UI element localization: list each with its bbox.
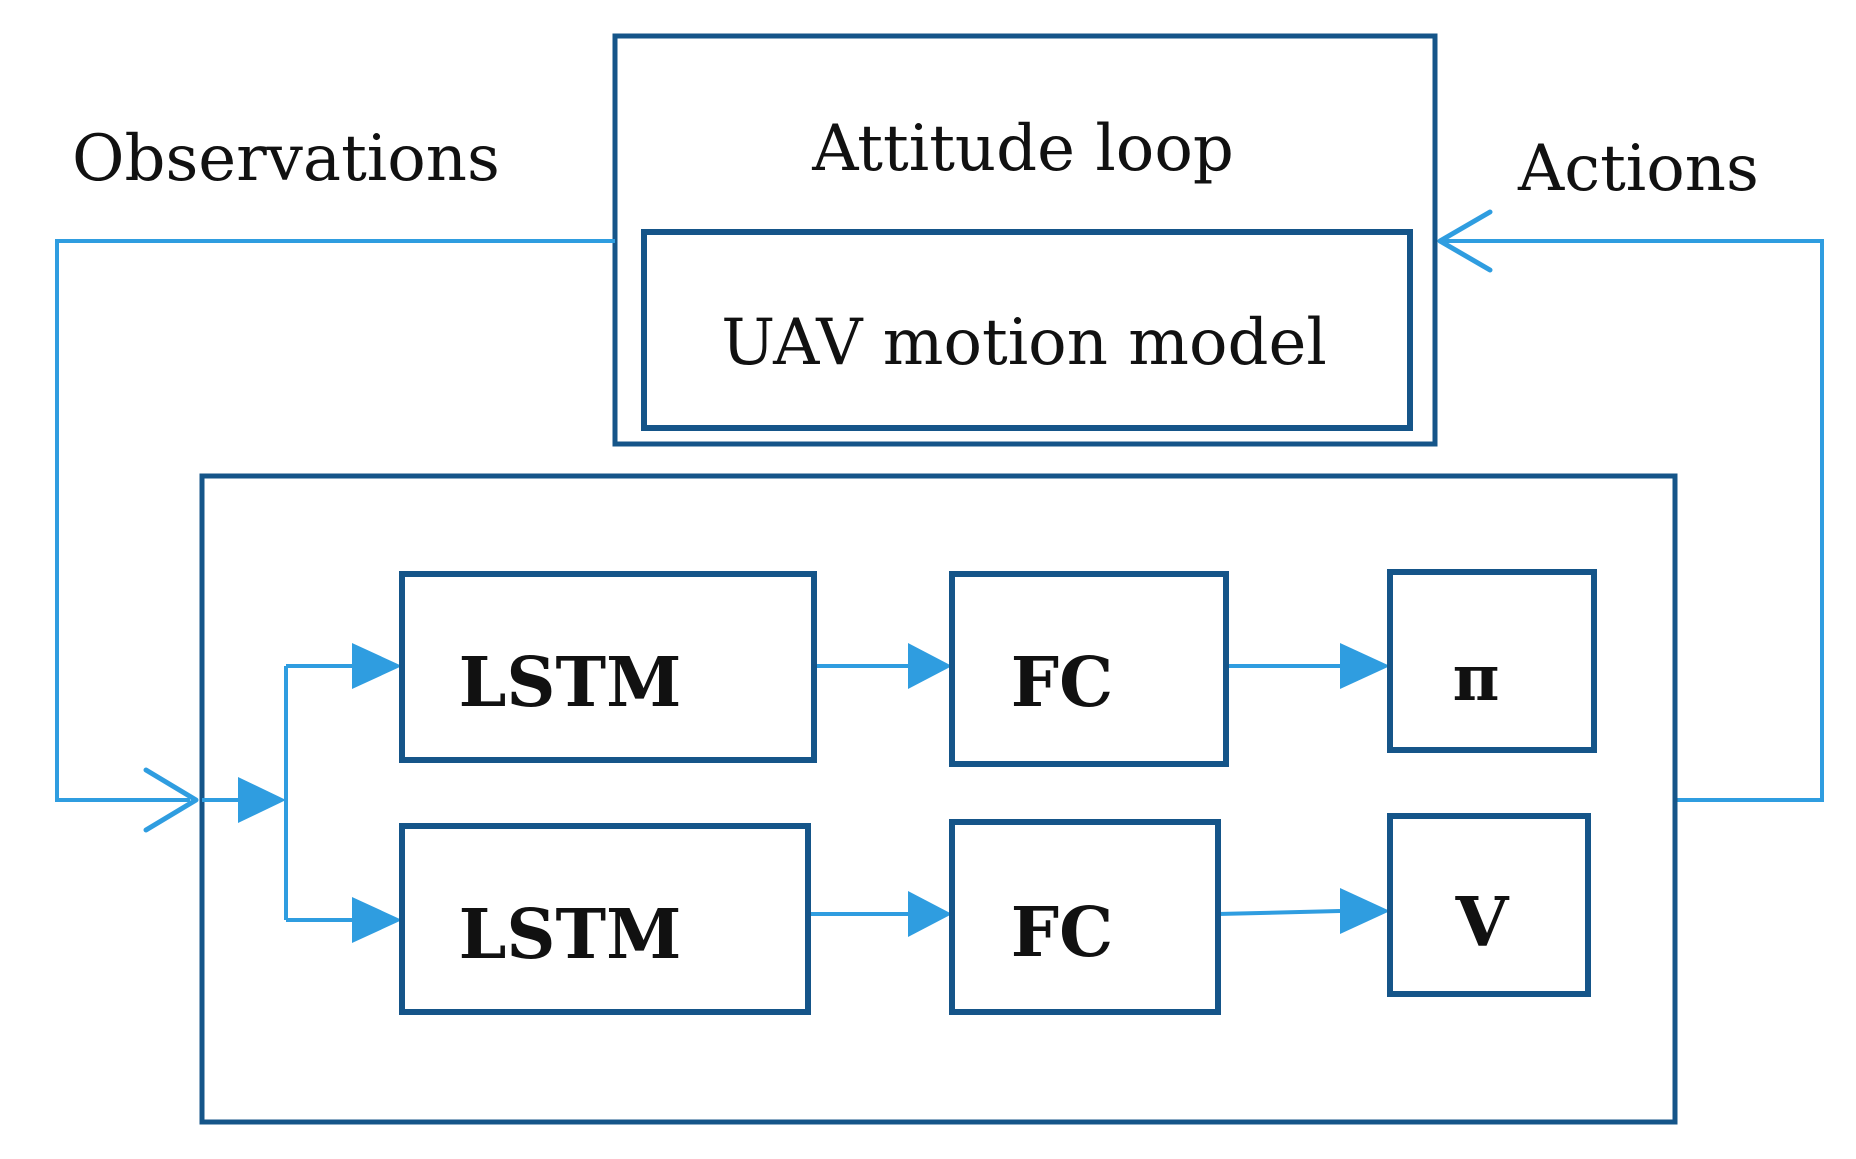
- actions-label: Actions: [1517, 132, 1759, 206]
- actions-flow-line: [1440, 239, 1824, 802]
- bottom-v-input-arrowhead: [1340, 888, 1390, 934]
- bottom-fc-to-v-line: [1217, 909, 1341, 916]
- top-fc-label: FC: [1011, 643, 1113, 723]
- policy-output-box: [1387, 569, 1597, 753]
- actions-arrowhead: [1437, 209, 1493, 273]
- bottom-fc-input-arrowhead: [908, 891, 952, 937]
- top-lstm-label: LSTM: [459, 643, 682, 723]
- bottom-fc-label: FC: [1011, 893, 1113, 973]
- bottom-lstm-label: LSTM: [459, 895, 682, 975]
- observations-label: Observations: [72, 122, 500, 196]
- top-fc-box: [949, 571, 1229, 767]
- observations-arrowhead: [143, 767, 199, 833]
- top-fc-input-arrowhead: [908, 643, 952, 689]
- bottom-lstm-box: [399, 823, 811, 1015]
- policy-output-label: π: [1453, 641, 1500, 716]
- input-split-arrowhead: [238, 777, 286, 823]
- uav-motion-model-label: UAV motion model: [721, 306, 1327, 380]
- value-output-box: [1387, 813, 1591, 997]
- observations-flow-line: [55, 239, 615, 802]
- top-lstm-box: [399, 571, 817, 763]
- value-output-label: V: [1455, 883, 1510, 963]
- top-pi-input-arrowhead: [1340, 643, 1390, 689]
- bottom-lstm-input-arrowhead: [352, 897, 402, 943]
- attitude-loop-label: Attitude loop: [811, 112, 1234, 186]
- top-lstm-input-arrowhead: [352, 643, 402, 689]
- uav-motion-model-box: [641, 229, 1413, 431]
- bottom-fc-box: [949, 819, 1221, 1015]
